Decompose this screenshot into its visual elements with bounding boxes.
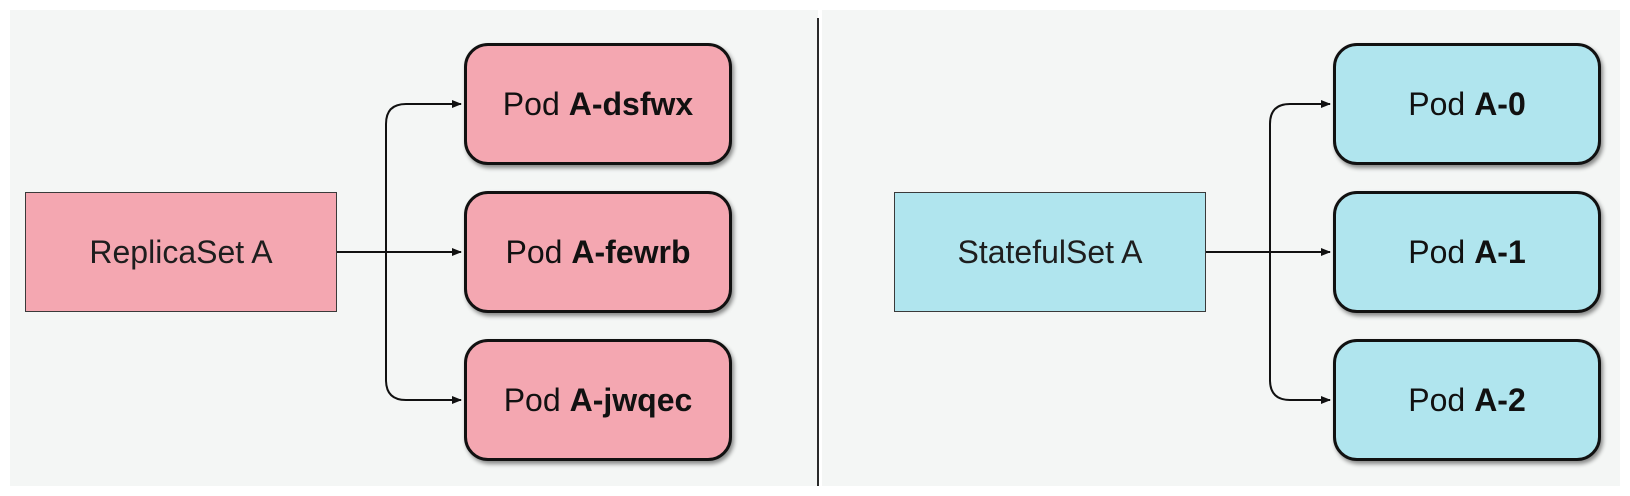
pod-box-a-jwqec: Pod A-jwqec: [464, 339, 732, 461]
statefulset-connectors: [1206, 100, 1331, 404]
pod-prefix: Pod: [502, 85, 560, 122]
arrow-statefulset-to-pod-3: [1269, 252, 1331, 404]
pod-name: A-1: [1474, 233, 1526, 270]
pod-name: A-fewrb: [571, 233, 691, 270]
pod-name: A-0: [1474, 85, 1526, 122]
replicaset-label: ReplicaSet A: [89, 233, 273, 270]
arrow-replicaset-to-pod-3: [385, 252, 462, 404]
pod-box-a-2: Pod A-2: [1333, 339, 1601, 461]
pod-name: A-jwqec: [569, 381, 693, 418]
pod-name: A-2: [1474, 381, 1526, 418]
pod-prefix: Pod: [1408, 85, 1466, 122]
pod-prefix: Pod: [505, 233, 563, 270]
pod-box-a-dsfwx: Pod A-dsfwx: [464, 43, 732, 165]
pod-name: A-dsfwx: [568, 85, 694, 122]
pod-prefix: Pod: [1408, 381, 1466, 418]
pod-prefix: Pod: [503, 381, 561, 418]
pod-box-a-fewrb: Pod A-fewrb: [464, 191, 732, 313]
replicaset-box: ReplicaSet A: [25, 192, 337, 312]
pod-box-a-1: Pod A-1: [1333, 191, 1601, 313]
arrow-replicaset-to-pod-1: [337, 100, 462, 253]
pod-box-a-0: Pod A-0: [1333, 43, 1601, 165]
replicaset-connectors: [337, 100, 462, 404]
panel-divider: [817, 18, 819, 486]
arrow-statefulset-to-pod-1: [1206, 100, 1331, 253]
statefulset-box: StatefulSet A: [894, 192, 1206, 312]
pod-prefix: Pod: [1408, 233, 1466, 270]
statefulset-label: StatefulSet A: [957, 233, 1143, 270]
